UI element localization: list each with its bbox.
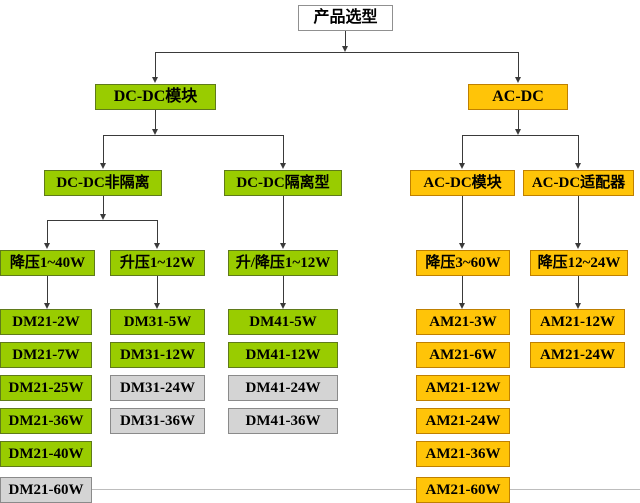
node-dcdc-isolated: DC-DC隔离型 (224, 170, 342, 196)
node-acdc-module: AC-DC模块 (410, 170, 515, 196)
connector-line (518, 52, 519, 77)
connector-line (283, 196, 284, 243)
connector-line (283, 135, 284, 163)
connector-line (47, 276, 48, 303)
product-node-dm21-7w: DM21-7W (0, 342, 92, 368)
product-node-adapter-am21-12w: AM21-12W (530, 309, 625, 335)
connector-line (462, 196, 463, 243)
product-node-dm21-2w: DM21-2W (0, 309, 92, 335)
product-node-dm21-40w: DM21-40W (0, 441, 92, 467)
connector-line (578, 196, 579, 243)
connector-line (155, 52, 156, 77)
arrowhead (459, 163, 465, 169)
connector-line (518, 110, 519, 129)
arrowhead (100, 163, 106, 169)
product-node-dm41-12w: DM41-12W (228, 342, 338, 368)
connector-line (155, 52, 519, 53)
arrowhead (44, 243, 50, 249)
arrowhead (100, 214, 106, 220)
product-node-dm31-5w: DM31-5W (110, 309, 205, 335)
node-boost-1-12w: 升压1~12W (110, 250, 205, 276)
node-acdc: AC-DC (468, 84, 568, 110)
arrowhead (44, 303, 50, 309)
arrowhead (575, 243, 581, 249)
connector-line (47, 220, 158, 221)
arrowhead (154, 303, 160, 309)
arrowhead (342, 46, 348, 52)
node-acdc-adapter: AC-DC适配器 (523, 170, 634, 196)
node-dcdc-module: DC-DC模块 (95, 84, 216, 110)
product-node-dm41-24w: DM41-24W (228, 375, 338, 401)
connector-line (155, 110, 156, 129)
connector-line (157, 276, 158, 303)
connector-line (103, 135, 104, 163)
connector-line (462, 135, 579, 136)
node-buck-3-60w: 降压3~60W (416, 250, 510, 276)
connector-line (578, 276, 579, 303)
arrowhead (459, 243, 465, 249)
arrowhead (280, 163, 286, 169)
product-node-am21-24w: AM21-24W (416, 408, 510, 434)
node-dcdc-non-isolated: DC-DC非隔离 (44, 170, 162, 196)
product-node-dm41-5w: DM41-5W (228, 309, 338, 335)
connector-line (103, 135, 284, 136)
connector-line (462, 276, 463, 303)
product-node-dm21-36w: DM21-36W (0, 408, 92, 434)
arrowhead (575, 163, 581, 169)
product-node-dm21-60w: DM21-60W (0, 477, 92, 503)
product-node-am21-3w: AM21-3W (416, 309, 510, 335)
connector-line (157, 220, 158, 243)
connector-line (578, 135, 579, 163)
product-node-am21-6w: AM21-6W (416, 342, 510, 368)
root-node: 产品选型 (298, 5, 393, 31)
product-node-adapter-am21-24w: AM21-24W (530, 342, 625, 368)
connector-line (47, 220, 48, 243)
node-buck-boost-1-12w: 升/降压1~12W (228, 250, 338, 276)
product-node-dm41-36w: DM41-36W (228, 408, 338, 434)
arrowhead (575, 303, 581, 309)
product-node-am21-60w: AM21-60W (416, 477, 510, 503)
connector-line (345, 31, 346, 47)
product-node-am21-36w: AM21-36W (416, 441, 510, 467)
arrowhead (152, 129, 158, 135)
product-node-dm21-25w: DM21-25W (0, 375, 92, 401)
node-buck-1-40w: 降压1~40W (0, 250, 95, 276)
product-node-am21-12w: AM21-12W (416, 375, 510, 401)
arrowhead (152, 77, 158, 83)
arrowhead (515, 129, 521, 135)
arrowhead (280, 303, 286, 309)
arrowhead (154, 243, 160, 249)
product-node-dm31-24w: DM31-24W (110, 375, 205, 401)
product-node-dm31-12w: DM31-12W (110, 342, 205, 368)
connector-line (462, 135, 463, 163)
connector-line (283, 276, 284, 303)
arrowhead (280, 243, 286, 249)
arrowhead (515, 77, 521, 83)
node-buck-12-24w: 降压12~24W (530, 250, 628, 276)
product-node-dm31-36w: DM31-36W (110, 408, 205, 434)
bottom-divider (0, 489, 640, 490)
arrowhead (459, 303, 465, 309)
connector-line (103, 196, 104, 214)
